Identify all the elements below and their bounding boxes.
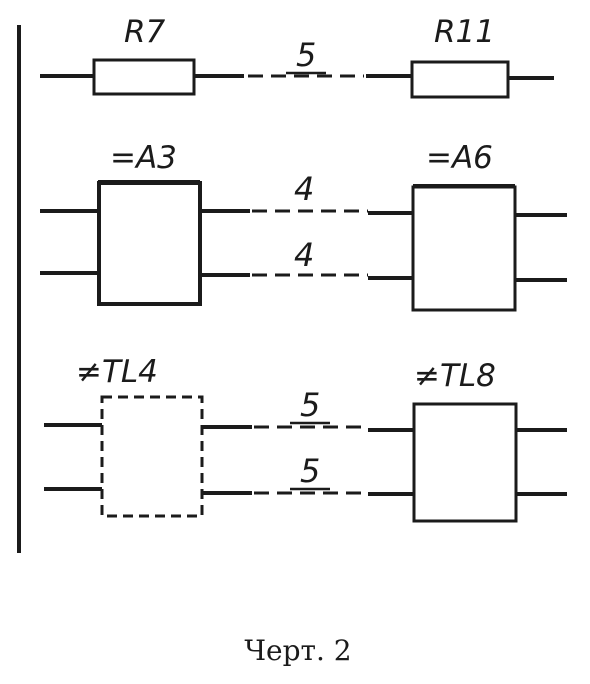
a-link-top-label: 4: [294, 170, 314, 208]
r7-body: [92, 58, 196, 96]
tl-link-top-label: 5: [300, 386, 320, 424]
tl8-label: ≠TL8: [414, 358, 496, 394]
tl-link-bottom-label: 5: [300, 452, 320, 490]
tl8-body: [412, 402, 518, 523]
a6-body: [411, 185, 517, 312]
r11-body: [410, 60, 510, 99]
block-a6: =A6: [368, 140, 567, 312]
block-a3: =A3: [40, 140, 250, 306]
a3-label: =A3: [110, 140, 177, 176]
resistor-link-label: 5: [296, 36, 316, 74]
a-link-bottom-label: 4: [294, 236, 314, 274]
r11-label: R11: [434, 14, 495, 50]
r7-label: R7: [124, 14, 166, 50]
tl4-label: ≠TL4: [76, 354, 158, 390]
a3-body: [97, 181, 202, 306]
block-tl4: ≠TL4: [44, 354, 252, 518]
resistor-r11: R11: [366, 14, 554, 99]
tl4-body: [100, 395, 204, 518]
figure-caption: Черт. 2: [244, 634, 351, 667]
a6-label: =A6: [426, 140, 493, 176]
block-tl8: ≠TL8: [368, 358, 567, 523]
resistor-r7: R7: [40, 14, 244, 96]
